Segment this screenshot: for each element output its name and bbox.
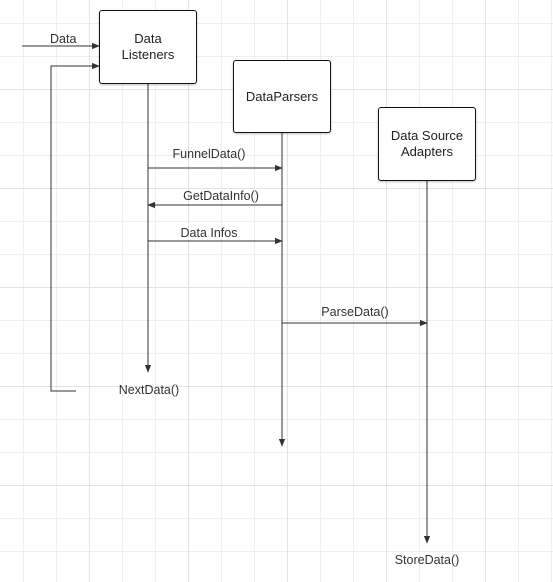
data-infos-label: Data Infos (180, 226, 238, 240)
data-input-label: Data (50, 32, 77, 46)
data-listeners-label: Data Listeners (121, 31, 175, 62)
get-data-info-label: GetDataInfo() (183, 189, 259, 203)
funnel-data-label: FunnelData() (172, 147, 246, 161)
data-source-adapters-box[interactable]: Data Source Adapters (378, 107, 476, 181)
data-source-adapters-label: Data Source Adapters (390, 128, 464, 159)
data-parsers-label: DataParsers (245, 88, 319, 104)
next-data-label: NextData() (118, 383, 180, 397)
data-parsers-box[interactable]: DataParsers (233, 60, 331, 133)
parse-data-label: ParseData() (321, 305, 389, 319)
data-listeners-box[interactable]: Data Listeners (99, 10, 197, 84)
store-data-label: StoreData() (394, 553, 460, 567)
loop-back-arrow (50, 62, 100, 392)
